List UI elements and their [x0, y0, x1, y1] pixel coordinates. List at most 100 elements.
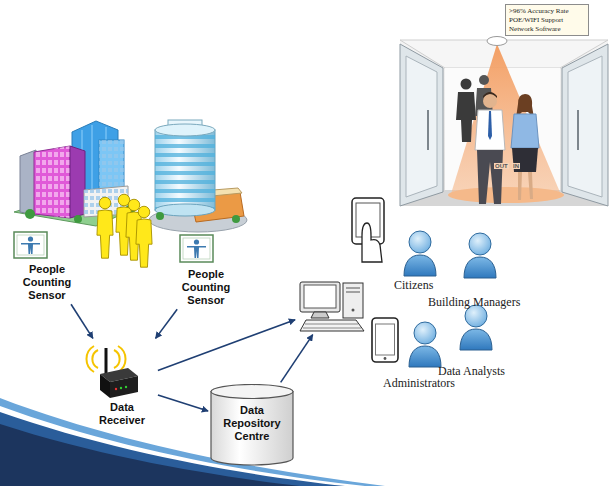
user-icon: [464, 233, 496, 278]
router-icon-part: [114, 350, 120, 368]
flow-arrow: [158, 320, 295, 371]
flow-arrow: [71, 304, 93, 338]
corner-swoosh: [0, 398, 385, 486]
office-buildings-part: [34, 146, 70, 218]
repository-label: Data Repository Centre: [214, 404, 290, 444]
user-icon: [409, 322, 441, 367]
user-icon: [404, 231, 436, 276]
user-label: Administrators: [383, 377, 455, 391]
sensor-icon-part: [183, 238, 210, 259]
spec-callout: >96% Accuracy Rate POE/WIFI Support Netw…: [505, 4, 589, 36]
doorway-photo-part: [461, 79, 472, 90]
doorway-photo-part: [568, 56, 602, 197]
user-icon-part: [460, 329, 492, 350]
doorway-photo-part: [512, 148, 538, 172]
router-icon-part: [125, 386, 127, 388]
office-buildings-part: [25, 209, 35, 219]
people-figures-part: [136, 206, 152, 267]
router-icon-part: [115, 388, 117, 390]
sensor-label: People Counting Sensor: [12, 263, 82, 303]
tablet-icon: [352, 198, 384, 262]
flow-arrow: [156, 309, 178, 338]
receiver-label: Data Receiver: [88, 401, 156, 427]
doorway-photo-part: [488, 111, 492, 140]
computer-icon-part: [346, 292, 360, 293]
round-tower-building-part: [155, 124, 215, 136]
user-label: Building Managers: [428, 296, 520, 310]
user-icon-part: [409, 346, 441, 367]
computer-icon-part: [300, 282, 340, 312]
computer-icon-part: [352, 309, 355, 312]
sensor-node: People Counting Sensor: [12, 231, 82, 303]
flow-arrow: [281, 335, 313, 383]
cylinder-body: [211, 391, 293, 465]
doorway-photo-part: [400, 44, 443, 206]
user-icon-part: [404, 255, 436, 276]
user-icon-part: [414, 322, 436, 344]
user-icon-part: [469, 233, 491, 255]
phone-icon: [372, 318, 398, 362]
user-icon-part: [409, 231, 431, 253]
phone-icon-part: [384, 357, 387, 360]
corner-swoosh-part: [0, 398, 385, 486]
doorway-photo-part: [562, 44, 608, 206]
phone-icon-part: [376, 324, 395, 355]
round-tower-building-part: [155, 204, 215, 216]
doorway-photo-part: [456, 92, 476, 142]
tablet-icon-part: [362, 223, 382, 262]
people-figures-part: [97, 197, 113, 258]
sensor-icon: [180, 235, 213, 262]
doorway-photo-part: [483, 92, 497, 98]
office-buildings-part: [34, 146, 70, 218]
computer-icon-part: [304, 285, 336, 308]
round-tower-building-part: [155, 130, 215, 210]
computer-icon-part: [305, 324, 358, 325]
doorway-photo-part: [406, 56, 437, 197]
sensor-icon-part: [194, 239, 199, 244]
computer-icon: [300, 282, 364, 331]
round-tower-building-part: [232, 215, 240, 223]
cylinder-top: [211, 385, 293, 399]
doorway-photo-part: [427, 110, 429, 150]
doorway-photo-part: [487, 37, 507, 46]
office-buildings-part: [70, 146, 85, 218]
doorway-photo-part: [483, 94, 497, 108]
doorway-photo-part: [577, 110, 579, 150]
router-icon-part: [120, 387, 122, 389]
people-figures: [97, 194, 152, 267]
router-icon-part: [86, 346, 94, 372]
phone-icon-part: [372, 318, 398, 362]
sensor-icon-part: [17, 235, 44, 255]
router-icon-part: [118, 346, 126, 372]
router-icon-part: [110, 376, 138, 398]
sensor-icon-part: [28, 236, 33, 241]
doorway-photo-part: [479, 75, 489, 85]
router-icon-part: [105, 348, 108, 376]
flow-arrow: [158, 395, 208, 411]
router-icon-part: [100, 374, 110, 398]
doorway-photo-part: [511, 114, 539, 148]
doorway-photo: [400, 37, 608, 207]
round-tower-building-part: [156, 212, 164, 220]
computer-icon-part: [300, 320, 364, 331]
router-icon: [86, 346, 138, 398]
sensor-icon: [14, 232, 47, 258]
computer-icon-part: [303, 328, 361, 329]
user-icon: [460, 305, 492, 350]
sensor-icon-part: [14, 232, 47, 258]
sensor-icon-part: [187, 246, 206, 258]
sensor-icon-part: [180, 235, 213, 262]
sensor-label: People Counting Sensor: [171, 268, 241, 308]
user-icon-part: [464, 257, 496, 278]
computer-icon-part: [343, 283, 363, 318]
doorway-photo-part: [477, 150, 503, 204]
floor-marking: OUT: [494, 163, 509, 169]
callout-text: >96% Accuracy Rate POE/WIFI Support Netw…: [509, 7, 585, 33]
repository-cylinder: Data Repository Centre: [210, 384, 294, 466]
doorway-photo-part: [518, 172, 533, 200]
router-icon-part: [92, 350, 98, 368]
doorway-photo-part: [450, 44, 562, 197]
